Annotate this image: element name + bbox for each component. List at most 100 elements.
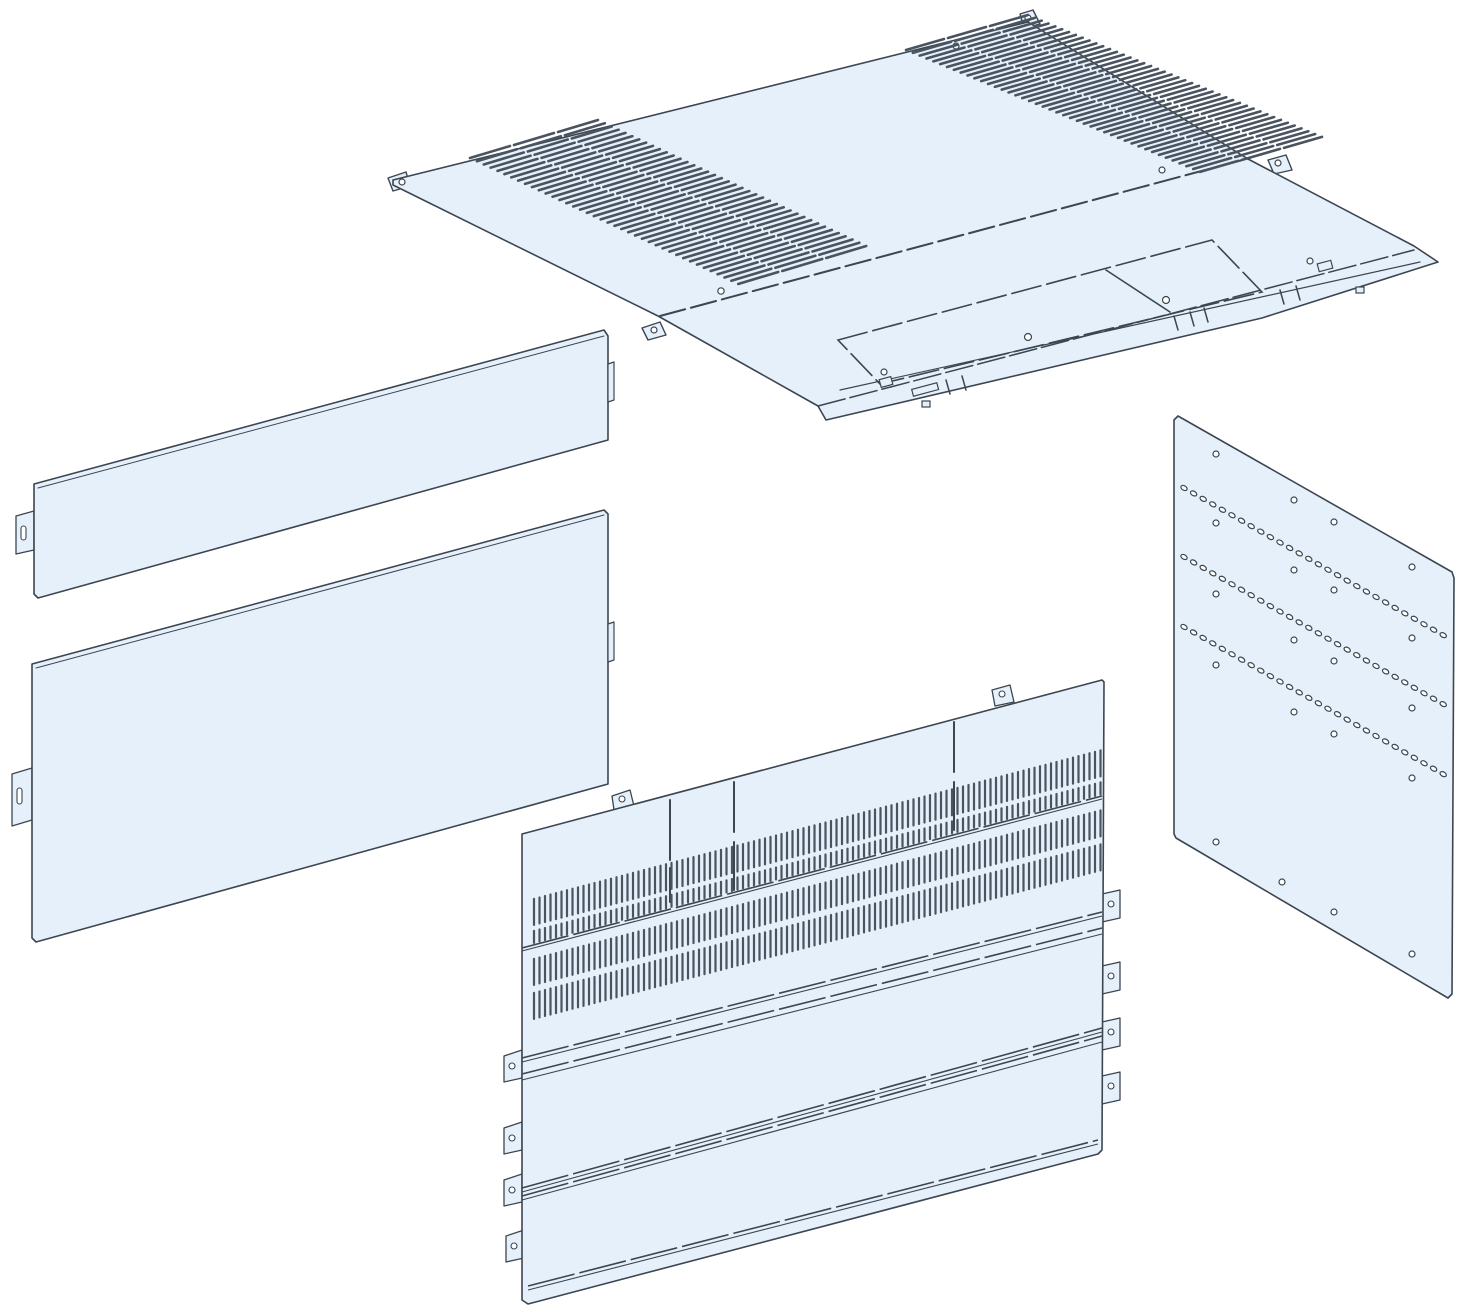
rear-slot (1381, 599, 1390, 606)
roof-vent-slot (1075, 108, 1117, 123)
roof-vent-slot (994, 45, 1036, 60)
roof-vent-slot (1282, 135, 1324, 150)
roof-vent-slot (560, 154, 604, 169)
roof-vent-slot (1240, 147, 1282, 162)
roof-vent-slot (945, 54, 987, 69)
rear-slot (1372, 732, 1380, 740)
roof-vent-slot (1002, 19, 1043, 33)
roof-vent-slot (721, 196, 765, 211)
roof-vent-slot (509, 164, 553, 179)
rear-slot (1410, 615, 1419, 622)
roof-vent-slot (1179, 122, 1220, 136)
roof-vent-slot (661, 235, 704, 250)
roof-vent-slot (780, 257, 824, 273)
roof-vent-slot (1029, 30, 1071, 45)
roof-vent-slot (952, 57, 994, 72)
roof-vent-slot (1234, 115, 1276, 130)
rear-hole (1212, 450, 1220, 458)
roof-vent-slot (1062, 73, 1104, 88)
rear-hole (1330, 586, 1338, 594)
roof-vent-slot (688, 248, 732, 263)
roof-vent-slot (673, 173, 717, 189)
roof-vent-slot (547, 147, 590, 163)
roof-vent-slot (1014, 83, 1055, 97)
front-rail-line (521, 1031, 1103, 1193)
front-rail-line (521, 795, 1103, 949)
rear-slot (1295, 619, 1303, 626)
roof-vent-slot (967, 34, 1008, 48)
roof-vent-slot (608, 176, 652, 192)
roof-vent-slot (571, 193, 615, 208)
roof-vent-slots-right (904, 13, 1324, 174)
roof-hole (650, 326, 658, 334)
roof-vent-slot (516, 167, 560, 182)
front-tab-hole (510, 1242, 518, 1250)
roof-vent-slot (1227, 141, 1268, 156)
rear-hole (1408, 950, 1416, 958)
rear-slot (1381, 738, 1390, 745)
roof-vent-slot (986, 71, 1028, 86)
roof-vent-slot (602, 173, 645, 189)
front-tab-hole (508, 1062, 516, 1070)
roof-vent-slot (1178, 151, 1219, 165)
roof-vent-slot (705, 222, 748, 237)
roof-vent-slot (698, 218, 742, 234)
roof-clip (921, 400, 931, 408)
roof-vent-slot (675, 241, 718, 257)
roof-vent-slot (987, 42, 1029, 57)
side-panel-lower (11, 509, 615, 943)
roof-vent-slot (570, 125, 614, 140)
roof-vent-slot (904, 37, 946, 52)
roof-vent-slot (1116, 125, 1158, 140)
rear-slot (1228, 581, 1236, 588)
roof-vent-slot (1186, 124, 1227, 139)
roof-lip-slit (945, 379, 951, 395)
roof-vent-slot (670, 205, 714, 221)
roof-vent-slot (1009, 22, 1050, 36)
roof-vent-slot (694, 183, 737, 198)
roof-vent-slot (776, 222, 820, 237)
roof-vent-slot (1016, 25, 1057, 39)
rear-slot (1343, 716, 1351, 723)
roof-vent-slot (519, 134, 563, 150)
roof-vent-slot (708, 189, 751, 205)
roof-vent-slot (1034, 91, 1076, 106)
rear-hole (1212, 590, 1220, 598)
roof-vent-slot (1036, 33, 1078, 48)
roof-vent-slot (578, 196, 622, 211)
roof-vent-slot (1089, 114, 1130, 128)
rear-slot (1266, 672, 1275, 680)
roof-hole (1023, 332, 1033, 342)
roof-vent-slot (723, 264, 766, 279)
roof-vent-slot (606, 209, 649, 224)
roof-vent-slot (1028, 59, 1070, 74)
roof-vent-slot (1248, 121, 1290, 135)
roof-vent-slot (1145, 78, 1187, 93)
roof-vent-slot (482, 151, 526, 166)
rear-slot (1295, 689, 1303, 696)
front-plate (521, 679, 1105, 1305)
rear-slot (1353, 651, 1361, 659)
roof-lip-slit (1279, 289, 1285, 305)
roof-vent-slot (544, 180, 587, 195)
roof-vent-slot (1180, 93, 1221, 107)
roof-vent-slot (790, 228, 834, 244)
roof-vent-slot (753, 244, 797, 260)
rear-slot (1343, 577, 1351, 584)
roof-vent-slot (577, 128, 620, 143)
roof-vent-slot (714, 192, 758, 208)
roof-vent-slot (1131, 102, 1172, 116)
roof-vent-slot (995, 16, 1037, 31)
roof-clip (910, 382, 940, 397)
roof-vent-slot (1139, 76, 1180, 90)
roof-clips (878, 259, 1365, 408)
rear-hole (1408, 634, 1416, 642)
roof-vent-slot (980, 39, 1022, 54)
roof-vent-slot (1193, 98, 1235, 113)
front-tab-hole (508, 1134, 516, 1142)
roof-vent-slot (564, 189, 608, 205)
roof-vent-slot (1097, 88, 1138, 102)
roof-vent-slot (604, 141, 648, 156)
roof-vent-slot (1035, 62, 1077, 77)
